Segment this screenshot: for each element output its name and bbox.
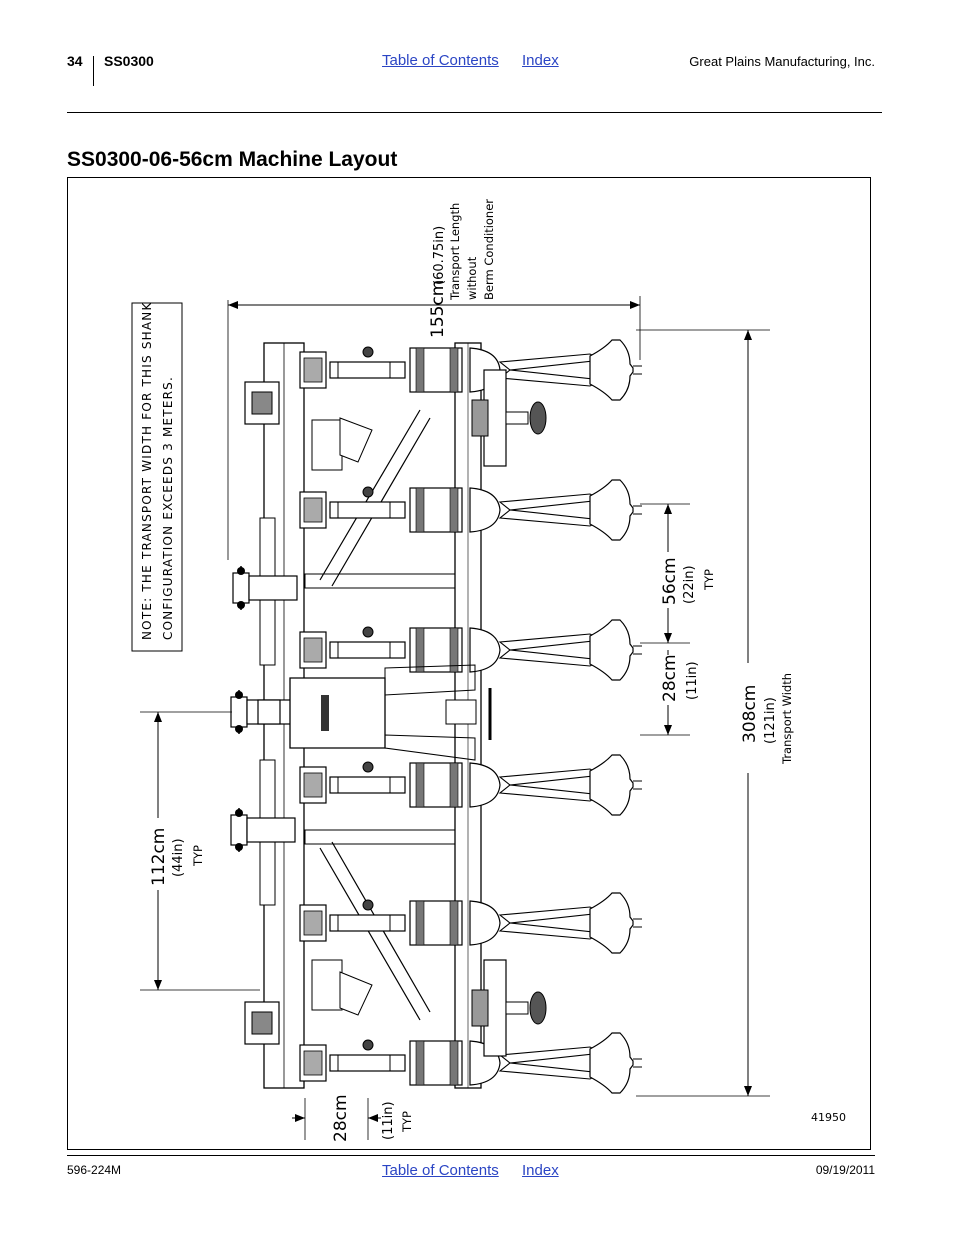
dim-112-cm: 112cm	[149, 828, 169, 886]
note-text-line2: CONFIGURATION EXCEEDS 3 METERS.	[161, 376, 175, 640]
note-text-line1: NOTE: THE TRANSPORT WIDTH FOR THIS SHANK	[140, 301, 154, 640]
dim-155-cm: 155cm	[428, 280, 448, 338]
dim-155-in: (60.75in)	[432, 226, 447, 285]
footer-index-link[interactable]: Index	[522, 1162, 559, 1179]
footer-toc-link[interactable]: Table of Contents	[382, 1162, 499, 1179]
header-divider	[93, 56, 94, 86]
dim-155-desc1: Transport Length	[448, 203, 462, 301]
dim-112-typ: TYP	[191, 845, 205, 867]
figure-frame	[67, 177, 871, 1150]
dim-28b-cm: 28cm	[331, 1094, 351, 1142]
dim-308-desc: Transport Width	[780, 673, 794, 765]
dim-308-cm: 308cm	[740, 685, 760, 743]
dim-56-typ: TYP	[702, 569, 716, 591]
publish-date: 09/19/2011	[815, 1163, 875, 1177]
page-number: 34	[67, 53, 83, 69]
note-box	[131, 302, 183, 652]
header-index-link[interactable]: Index	[522, 52, 559, 69]
header-rule	[67, 112, 882, 113]
dim-155-desc2: without	[465, 256, 479, 300]
dim-56-in: (22in)	[682, 565, 697, 604]
page-title: SS0300-06-56cm Machine Layout	[67, 148, 398, 171]
footer-rule	[67, 1155, 875, 1156]
dim-28b-typ: TYP	[400, 1111, 414, 1133]
dim-155-desc3: Berm Conditioner	[482, 199, 496, 300]
dim-28b-in: (11in)	[381, 1101, 396, 1140]
company-name: Great Plains Manufacturing, Inc.	[689, 54, 875, 69]
dim-112-in: (44in)	[171, 838, 186, 877]
model-name: SS0300	[104, 53, 154, 69]
dim-28a-in: (11in)	[685, 661, 700, 700]
header-toc-link[interactable]: Table of Contents	[382, 52, 499, 69]
dim-28a-cm: 28cm	[660, 654, 680, 702]
doc-number: 596-224M	[67, 1163, 122, 1177]
dim-308-in: (121in)	[763, 697, 778, 744]
dim-56-cm: 56cm	[660, 557, 680, 605]
figure-number: 41950	[811, 1111, 846, 1124]
